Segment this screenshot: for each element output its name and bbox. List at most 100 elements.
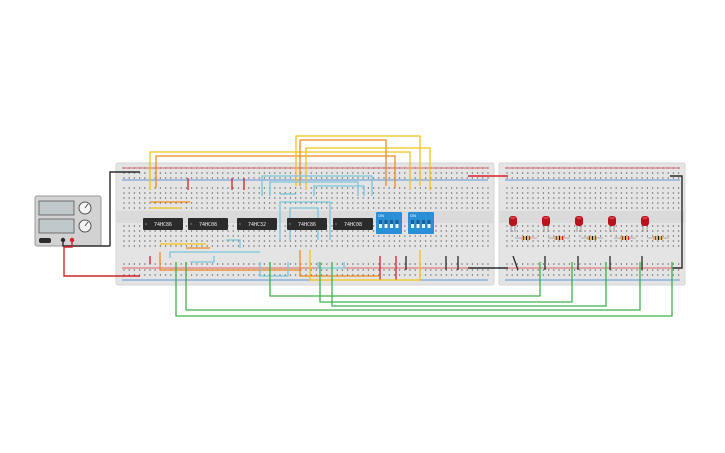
breadboard-hole — [300, 274, 302, 276]
breadboard-hole — [399, 187, 401, 189]
led-array[interactable] — [509, 216, 669, 240]
jumper-wires-warm[interactable] — [149, 135, 431, 281]
breadboard-hole — [310, 202, 312, 204]
led-breadboard[interactable] — [498, 162, 686, 286]
breadboard-hole — [466, 225, 468, 227]
breadboard-hole — [284, 187, 286, 189]
ic-chip[interactable]: 74HC32 — [237, 218, 277, 230]
breadboard-hole — [315, 187, 317, 189]
breadboard-hole — [409, 202, 411, 204]
breadboard-hole — [139, 177, 141, 179]
breadboard-hole — [440, 274, 442, 276]
breadboard-hole — [641, 245, 643, 247]
breadboard-hole — [678, 197, 680, 199]
resistor-icon[interactable] — [614, 236, 636, 240]
logic-chips[interactable]: 74HC86 74HC08 74HC32 74HC86 74HC08 — [143, 218, 373, 230]
led-icon[interactable] — [641, 216, 649, 232]
ic-chip[interactable]: 74HC86 — [143, 218, 183, 230]
breadboard-hole — [128, 172, 130, 174]
breadboard-hole — [347, 230, 349, 232]
breadboard-hole — [430, 274, 432, 276]
led-icon[interactable] — [608, 216, 616, 232]
breadboard-hole — [206, 274, 208, 276]
breadboard-hole — [461, 240, 463, 242]
breadboard-hole — [553, 274, 555, 276]
breadboard-hole — [284, 207, 286, 209]
breadboard-hole — [139, 274, 141, 276]
breadboard-hole — [615, 172, 617, 174]
resistor-icon[interactable] — [647, 236, 669, 240]
breadboard-hole — [419, 240, 421, 242]
breadboard-hole — [217, 207, 219, 209]
resistor-icon[interactable] — [581, 236, 603, 240]
breadboard-hole — [456, 235, 458, 237]
breadboard-hole — [641, 235, 643, 237]
breadboard-hole — [185, 207, 187, 209]
breadboard-hole — [352, 274, 354, 276]
breadboard-hole — [574, 269, 576, 271]
dip-switch[interactable]: ON — [376, 212, 402, 234]
breadboard-hole — [440, 240, 442, 242]
breadboard-hole — [631, 274, 633, 276]
breadboard-hole — [373, 207, 375, 209]
breadboard-hole — [185, 172, 187, 174]
breadboard-hole — [321, 263, 323, 265]
breadboard-hole — [589, 269, 591, 271]
led-icon[interactable] — [542, 216, 550, 232]
breadboard-hole — [584, 235, 586, 237]
breadboard-hole — [620, 245, 622, 247]
breadboard-hole — [263, 192, 265, 194]
breadboard-hole — [657, 269, 659, 271]
breadboard-hole — [357, 269, 359, 271]
dip-switch[interactable]: ON — [408, 212, 434, 234]
breadboard-hole — [206, 240, 208, 242]
breadboard-hole — [133, 225, 135, 227]
breadboard-hole — [425, 240, 427, 242]
green-signal-wires[interactable] — [175, 262, 673, 317]
ic-chip[interactable]: 74HC86 — [287, 218, 327, 230]
breadboard-hole — [532, 269, 534, 271]
breadboard-hole — [367, 172, 369, 174]
power-supply-icon[interactable] — [34, 195, 102, 247]
breadboard-hole — [414, 172, 416, 174]
breadboard-hole — [477, 225, 479, 227]
breadboard-hole — [180, 187, 182, 189]
breadboard-hole — [594, 177, 596, 179]
breadboard-hole — [487, 197, 489, 199]
breadboard-hole — [279, 197, 281, 199]
resistor-icon[interactable] — [548, 236, 570, 240]
resistor-icon[interactable] — [515, 236, 537, 240]
breadboard-hole — [393, 207, 395, 209]
breadboard-hole — [558, 245, 560, 247]
breadboard-hole — [553, 263, 555, 265]
breadboard-hole — [553, 177, 555, 179]
breadboard-hole — [662, 263, 664, 265]
breadboard-hole — [326, 235, 328, 237]
breadboard-hole — [511, 202, 513, 204]
breadboard-hole — [456, 177, 458, 179]
breadboard-hole — [652, 240, 654, 242]
breadboard-hole — [532, 207, 534, 209]
breadboard-hole — [471, 235, 473, 237]
breadboard-hole — [217, 230, 219, 232]
breadboard-hole — [558, 269, 560, 271]
led-icon[interactable] — [509, 216, 517, 232]
led-icon[interactable] — [575, 216, 583, 232]
breadboard-hole — [347, 197, 349, 199]
breadboard-hole — [404, 235, 406, 237]
breadboard-hole — [477, 230, 479, 232]
ic-chip[interactable]: 74HC08 — [333, 218, 373, 230]
breadboard-hole — [310, 172, 312, 174]
dip-switches[interactable]: ON ON — [376, 212, 434, 234]
breadboard-hole — [165, 235, 167, 237]
breadboard-hole — [269, 172, 271, 174]
ic-chip[interactable]: 74HC08 — [188, 218, 228, 230]
breadboard-hole — [527, 172, 529, 174]
power-wires[interactable] — [62, 171, 683, 277]
breadboard-hole — [409, 245, 411, 247]
output-jumpers[interactable] — [405, 255, 643, 271]
breadboard-hole — [631, 202, 633, 204]
breadboard-hole — [553, 240, 555, 242]
breadboard-hole — [440, 269, 442, 271]
